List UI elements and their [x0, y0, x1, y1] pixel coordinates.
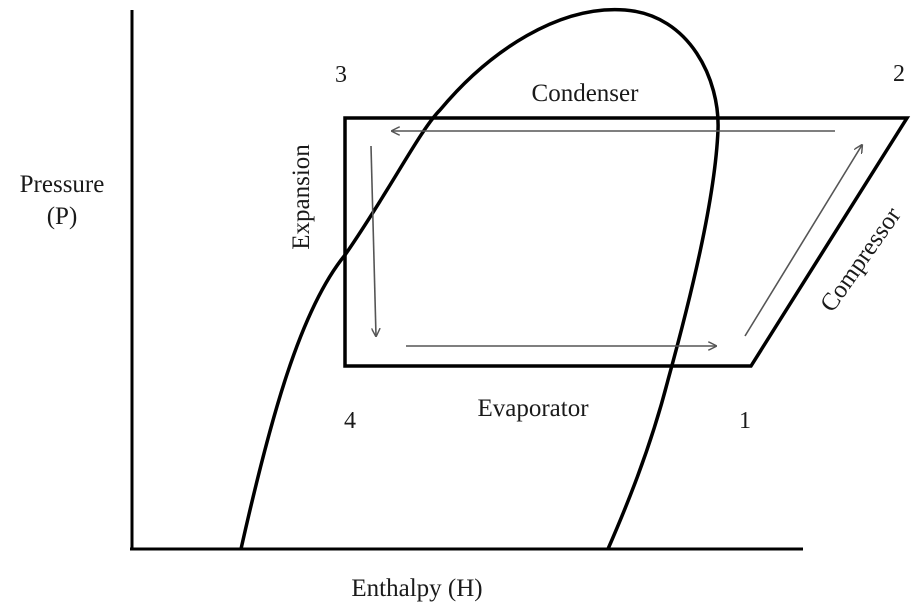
refrigeration-cycle [343, 116, 911, 368]
expansion-arrow [370, 145, 376, 336]
expansion-label: Expansion [288, 144, 315, 250]
compressor-arrow [744, 145, 862, 337]
state-4-label: 4 [344, 408, 356, 434]
state-1-label: 1 [739, 408, 751, 434]
y-axis-label-line2: (P) [47, 203, 78, 230]
compressor-label: Compressor [815, 202, 907, 317]
saturation-dome [239, 7, 720, 550]
x-axis-label: Enthalpy (H) [351, 575, 482, 602]
evaporator-label: Evaporator [477, 395, 589, 422]
state-2-label: 2 [893, 61, 905, 87]
condenser-label: Condenser [532, 80, 640, 107]
state-3-label: 3 [335, 62, 347, 88]
y-axis-label-line1: Pressure [20, 171, 105, 198]
